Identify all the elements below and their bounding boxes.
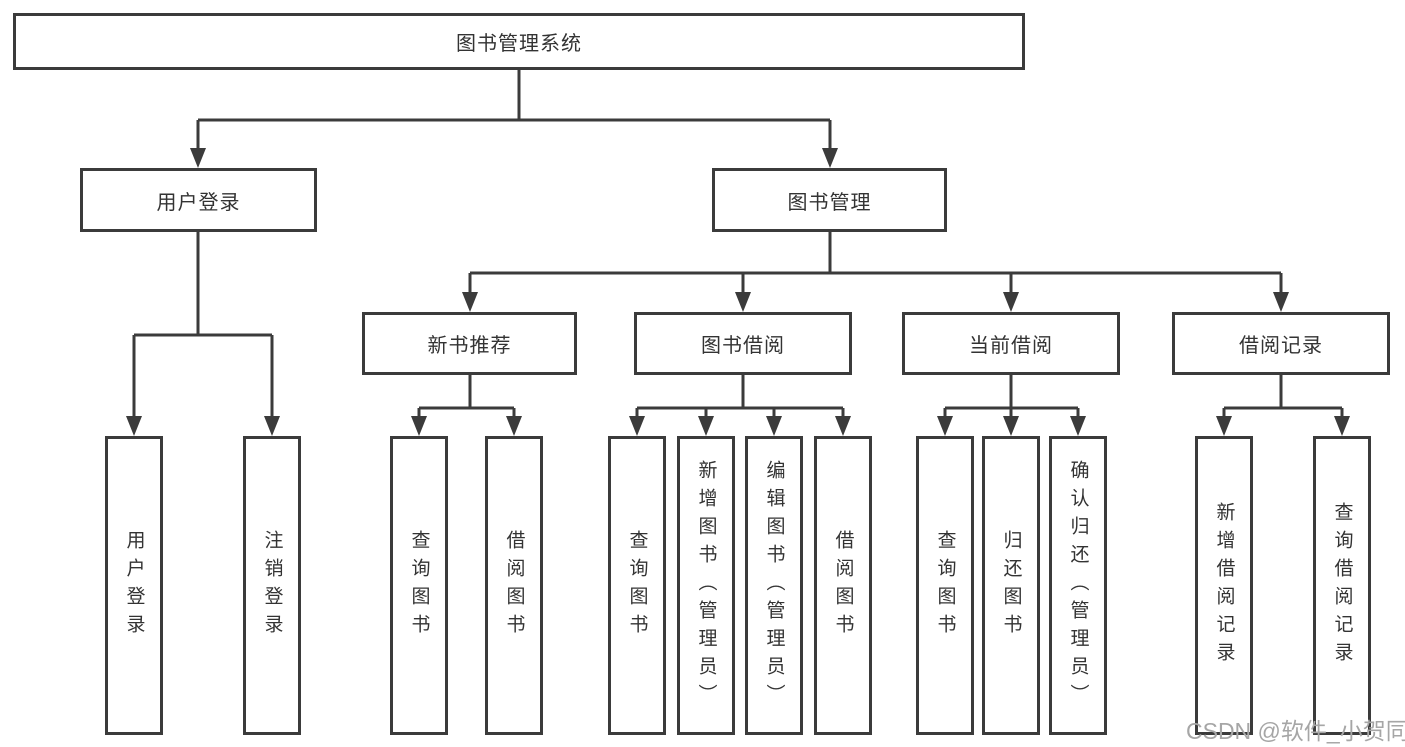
arrowhead xyxy=(506,416,522,436)
arrowhead xyxy=(411,416,427,436)
leaf-query-books-recommend: 查询图书 xyxy=(390,436,448,735)
leaf-query-books-borrowing-label: 查询图书 xyxy=(626,529,648,642)
leaf-return-books-label: 归还图书 xyxy=(1000,529,1022,642)
arrowhead xyxy=(190,148,206,168)
arrowhead xyxy=(1070,416,1086,436)
leaf-query-books-borrowing: 查询图书 xyxy=(608,436,666,735)
edge-new-book-recommend-children xyxy=(417,375,516,418)
csdn-watermark: CSDN @软件_小贺同学 xyxy=(1186,718,1405,744)
leaf-return-books: 归还图书 xyxy=(982,436,1040,735)
leaf-query-borrow-record: 查询借阅记录 xyxy=(1313,436,1371,735)
leaf-confirm-return-admin-label: 确认归还（管理员） xyxy=(1067,459,1089,712)
edge-book-management-children xyxy=(468,232,1283,294)
node-book-management: 图书管理 xyxy=(712,168,947,232)
arrowhead xyxy=(1003,292,1019,312)
node-current-borrowing-label: 当前借阅 xyxy=(969,335,1053,357)
leaf-add-book-admin: 新增图书（管理员） xyxy=(677,436,735,735)
leaf-logout: 注销登录 xyxy=(243,436,301,735)
edge-user-login-children xyxy=(132,232,274,418)
leaf-user-login-label: 用户登录 xyxy=(123,529,145,642)
arrowhead xyxy=(698,416,714,436)
node-book-borrowing-label: 图书借阅 xyxy=(701,335,785,357)
arrowhead xyxy=(822,148,838,168)
arrowhead xyxy=(1216,416,1232,436)
node-user-login: 用户登录 xyxy=(80,168,317,232)
arrowhead xyxy=(126,416,142,436)
leaf-query-borrow-record-label: 查询借阅记录 xyxy=(1331,501,1353,670)
leaf-logout-label: 注销登录 xyxy=(261,529,283,642)
leaf-query-books-current-label: 查询图书 xyxy=(934,529,956,642)
node-book-borrowing: 图书借阅 xyxy=(634,312,852,375)
leaf-query-books-current: 查询图书 xyxy=(916,436,974,735)
leaf-add-borrow-record: 新增借阅记录 xyxy=(1195,436,1253,735)
node-borrowing-records-label: 借阅记录 xyxy=(1239,335,1323,357)
node-root: 图书管理系统 xyxy=(13,13,1025,70)
leaf-borrow-books-recommend-label: 借阅图书 xyxy=(503,529,525,642)
leaf-borrow-books: 借阅图书 xyxy=(814,436,872,735)
node-root-label: 图书管理系统 xyxy=(456,33,582,55)
leaf-borrow-books-recommend: 借阅图书 xyxy=(485,436,543,735)
leaf-query-books-recommend-label: 查询图书 xyxy=(408,529,430,642)
edge-borrowing-records-children xyxy=(1222,375,1344,418)
leaf-edit-book-admin-label: 编辑图书（管理员） xyxy=(763,459,785,712)
node-new-book-recommend: 新书推荐 xyxy=(362,312,577,375)
arrowhead xyxy=(937,416,953,436)
node-current-borrowing: 当前借阅 xyxy=(902,312,1120,375)
leaf-edit-book-admin: 编辑图书（管理员） xyxy=(745,436,803,735)
edge-current-borrowing-children xyxy=(943,375,1080,418)
arrowhead xyxy=(1273,292,1289,312)
arrowhead xyxy=(1334,416,1350,436)
leaf-add-book-admin-label: 新增图书（管理员） xyxy=(695,459,717,712)
node-book-management-label: 图书管理 xyxy=(787,191,872,214)
arrowhead xyxy=(629,416,645,436)
arrowhead xyxy=(1003,416,1019,436)
node-new-book-recommend-label: 新书推荐 xyxy=(427,335,512,357)
leaf-add-borrow-record-label: 新增借阅记录 xyxy=(1213,501,1235,670)
arrowhead xyxy=(462,292,478,312)
leaf-borrow-books-label: 借阅图书 xyxy=(832,529,854,642)
edge-book-borrowing-children xyxy=(635,375,845,418)
arrowhead xyxy=(766,416,782,436)
arrowhead xyxy=(835,416,851,436)
edge-root-to-level2 xyxy=(196,70,832,150)
node-borrowing-records: 借阅记录 xyxy=(1172,312,1390,375)
node-user-login-label: 用户登录 xyxy=(156,191,241,214)
leaf-user-login: 用户登录 xyxy=(105,436,163,735)
arrowhead xyxy=(264,416,280,436)
leaf-confirm-return-admin: 确认归还（管理员） xyxy=(1049,436,1107,735)
arrowhead xyxy=(735,292,751,312)
